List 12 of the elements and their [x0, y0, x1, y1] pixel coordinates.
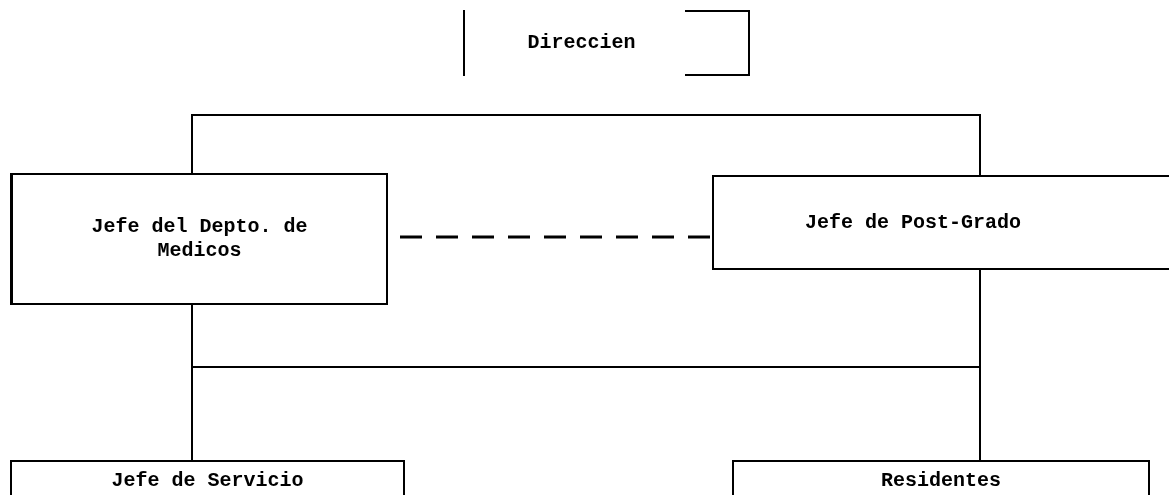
org-box — [712, 175, 1169, 270]
box-label: Jefe de Post-Grado — [804, 210, 1021, 235]
org-box — [732, 460, 1150, 495]
org-box — [10, 173, 388, 305]
box-label: Residentes — [881, 469, 1001, 493]
connector-line — [979, 269, 981, 461]
connector-line — [191, 114, 981, 176]
org-box — [463, 10, 750, 76]
box-label: Direccien — [527, 31, 636, 55]
box-label: Jefe del Depto. de Medicos — [90, 215, 309, 263]
org-box — [10, 460, 405, 495]
box-label: Jefe de Servicio — [111, 469, 304, 493]
